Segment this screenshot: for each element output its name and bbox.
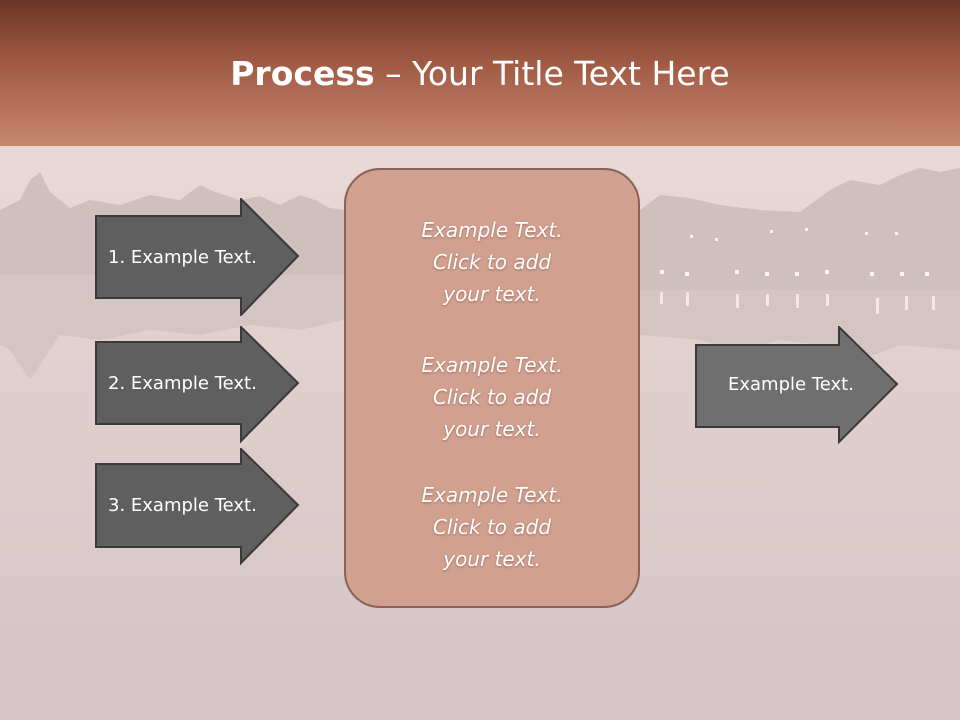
center-line: your text. xyxy=(443,282,541,306)
arrow-shape xyxy=(95,326,300,444)
center-text-block-3[interactable]: Example Text. Click to add your text. xyxy=(346,479,638,575)
input-arrow-label: 2. Example Text. xyxy=(108,372,257,394)
output-arrow[interactable]: Example Text. xyxy=(695,326,901,444)
center-line: Example Text. xyxy=(421,218,563,242)
center-line: Example Text. xyxy=(421,353,563,377)
arrow-shape xyxy=(95,198,300,316)
input-arrow-2[interactable]: 2. Example Text. xyxy=(95,326,301,444)
slide-title[interactable]: Process – Your Title Text Here xyxy=(0,52,960,96)
center-line: Example Text. xyxy=(421,483,563,507)
title-bold: Process xyxy=(230,54,375,93)
arrow-shape xyxy=(695,326,899,444)
input-arrow-3[interactable]: 3. Example Text. xyxy=(95,448,301,566)
center-line: your text. xyxy=(443,417,541,441)
center-line: Click to add xyxy=(432,250,552,274)
center-text-block-2[interactable]: Example Text. Click to add your text. xyxy=(346,349,638,445)
center-text-block-1[interactable]: Example Text. Click to add your text. xyxy=(346,214,638,310)
output-arrow-label: Example Text. xyxy=(728,373,854,395)
input-arrow-1[interactable]: 1. Example Text. xyxy=(95,198,301,316)
header-band: Process – Your Title Text Here xyxy=(0,0,960,146)
arrow-shape xyxy=(95,448,300,566)
center-line: Click to add xyxy=(432,385,552,409)
center-line: your text. xyxy=(443,547,541,571)
input-arrow-label: 3. Example Text. xyxy=(108,494,257,516)
title-rest: – Your Title Text Here xyxy=(374,54,730,93)
center-line: Click to add xyxy=(432,515,552,539)
input-arrow-label: 1. Example Text. xyxy=(108,246,257,268)
center-process-box[interactable]: Example Text. Click to add your text. Ex… xyxy=(344,168,640,608)
